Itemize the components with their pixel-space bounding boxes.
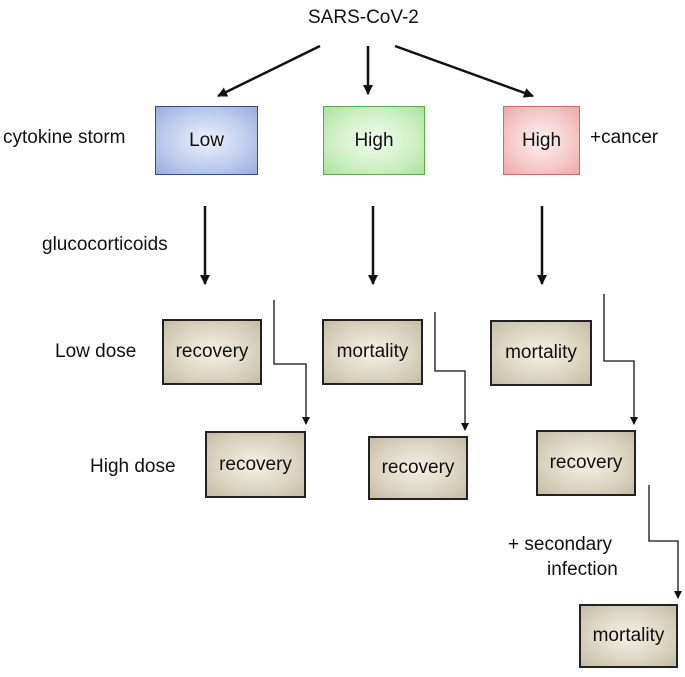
elbow-arrow-col1: [273, 300, 310, 425]
outcome-label: mortality: [505, 342, 577, 363]
storm-box-low: Low: [155, 106, 258, 175]
label-cytokine-storm: cytokine storm: [3, 127, 126, 148]
label-secondary-infection-line1: + secondary: [508, 534, 613, 555]
outcome-label: mortality: [336, 341, 409, 362]
storm-box-high-label: High: [354, 129, 394, 151]
label-cancer: +cancer: [590, 127, 659, 148]
outcome-label: recovery: [549, 452, 623, 473]
label-high-dose: High dose: [90, 456, 176, 477]
title-sars-cov-2: SARS-CoV-2: [308, 7, 419, 28]
elbow-arrow-col2: [434, 312, 469, 431]
outcome-label: recovery: [175, 341, 249, 362]
storm-box-high-cancer: High: [503, 106, 580, 175]
outcome-label: mortality: [592, 625, 665, 646]
arrow-to-low: [217, 44, 321, 98]
label-low-dose: Low dose: [55, 341, 137, 362]
storm-box-high-cancer-label: High: [521, 129, 562, 151]
label-secondary-infection-line2: infection: [547, 559, 618, 580]
outcome-col2-high-dose: recovery: [368, 436, 468, 500]
outcome-label: recovery: [219, 453, 292, 475]
outcome-col1-low-dose: recovery: [162, 319, 262, 385]
outcome-col1-high-dose: recovery: [205, 431, 306, 498]
label-glucocorticoids: glucocorticoids: [42, 234, 168, 255]
elbow-arrow-col3: [603, 294, 638, 425]
outcome-col2-low-dose: mortality: [322, 319, 423, 385]
arrow-to-high-cancer: [394, 44, 534, 98]
storm-box-high: High: [323, 106, 425, 175]
outcome-col3-high-dose: recovery: [536, 430, 636, 496]
outcome-col3-low-dose: mortality: [490, 320, 592, 386]
elbow-arrow-secondary: [648, 485, 682, 599]
storm-box-low-label: Low: [189, 129, 224, 151]
outcome-col3-secondary: mortality: [579, 604, 678, 668]
outcome-label: recovery: [381, 457, 455, 478]
